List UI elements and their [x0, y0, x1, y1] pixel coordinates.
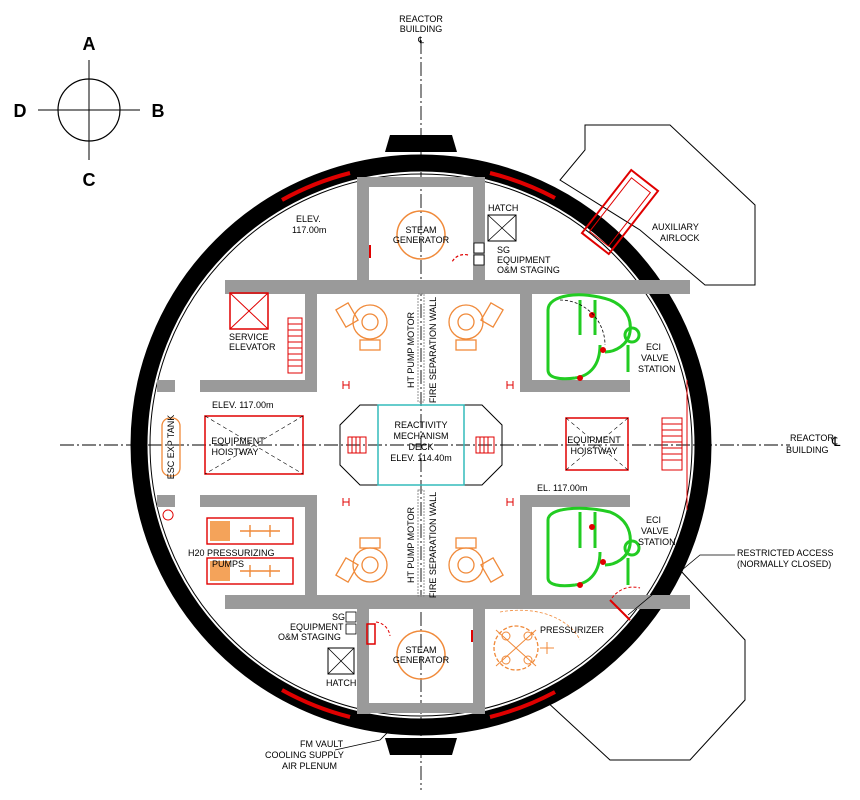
centerline-top-label-1: REACTOR [399, 14, 443, 24]
reactivity-deck-outline [339, 404, 503, 486]
elev-ul-2: 117.00m [292, 225, 326, 235]
eci-top-valves [577, 312, 606, 381]
hatch-bottom-label: HATCH [326, 678, 356, 688]
service-elevator-label-2: ELEVATOR [229, 342, 276, 352]
compass-east: B [152, 101, 165, 121]
steam-generator-bottom-label-1: STEAM [405, 645, 436, 655]
centerline-top-label-2: BUILDING [400, 24, 443, 34]
service-elevator [229, 292, 269, 330]
fire-wall-bottom-label: FIRE SEPARATION WALL [428, 492, 438, 598]
sg-staging-top-3: O&M STAGING [497, 265, 560, 275]
equip-hoist-right-2: HOISTWAY [571, 446, 618, 456]
ht-pump-ll [335, 537, 388, 584]
esc-exp-tank [161, 417, 181, 477]
eci-valve-station-bottom [546, 506, 641, 588]
reactivity-deck-label-1: REACTIVITY [394, 420, 447, 430]
restricted-access-label-1: RESTRICTED ACCESS [737, 548, 834, 558]
ht-pump-lr [448, 537, 504, 584]
ht-pump-motor-top-label: HT PUMP MOTOR [406, 311, 416, 388]
el-right-label: EL. 117.00m [537, 483, 587, 493]
h2o-pressurizing-pumps [206, 517, 294, 585]
equip-hoist-left-1: EQUIPMENT [211, 436, 265, 446]
sg-staging-bottom-2: EQUIPMENT [290, 622, 344, 632]
restricted-access-leader [627, 554, 735, 616]
centerline-right-symbol: ℄ [831, 434, 841, 449]
pressurizer [493, 609, 581, 671]
hatch-bottom [327, 647, 355, 675]
eci-valve-bottom-3: STATION [638, 537, 676, 547]
h-markers [342, 381, 514, 506]
steam-generator-top [396, 210, 446, 260]
esc-exp-tank-label: ESC EXP TANK [166, 415, 176, 480]
steam-generator-top-label-2: GENERATOR [393, 235, 450, 245]
sg-staging-top-2: EQUIPMENT [497, 255, 551, 265]
eci-valve-station-top [546, 293, 641, 381]
equipment-hoistway-left [204, 415, 304, 475]
steam-generator-top-label-1: STEAM [405, 225, 436, 235]
hatch-top [487, 214, 517, 242]
auxiliary-airlock-label-2: AIRLOCK [660, 233, 700, 243]
compass-west: D [14, 101, 27, 121]
reactivity-deck-label-2: MECHANISM [393, 431, 448, 441]
fm-vault-leader [334, 717, 403, 751]
eci-valve-bottom-2: VALVE [641, 526, 669, 536]
fm-vault-label-1: FM VAULT [300, 739, 344, 749]
h2o-pumps-label-1: H20 PRESSURIZING [188, 548, 275, 558]
reactivity-deck-label-3: DECK [408, 442, 433, 452]
equip-hoist-right-1: EQUIPMENT [567, 435, 621, 445]
compass-rose: A B C D [14, 34, 165, 190]
compass-south: C [83, 170, 96, 190]
eci-valve-top-2: VALVE [641, 353, 669, 363]
h2o-pumps-label-2: PUMPS [212, 559, 244, 569]
hatch-top-label: HATCH [488, 203, 518, 213]
stair-upper-left [287, 317, 303, 374]
sg-staging-top-1: SG [497, 245, 510, 255]
ht-pump-ur [448, 301, 504, 351]
restricted-access-label-2: (NORMALLY CLOSED) [737, 559, 831, 569]
eci-bottom-valves [577, 524, 606, 588]
ht-pump-motor-bottom-label: HT PUMP MOTOR [406, 506, 416, 583]
sg-staging-bottom-3: O&M STAGING [278, 632, 341, 642]
centerline-right-label-1: REACTOR [790, 433, 834, 443]
equipment-hoistway-right [565, 417, 629, 471]
eci-valve-top-1: ECI [646, 342, 661, 352]
stair-right [661, 380, 688, 510]
fm-vault-label-3: AIR PLENUM [282, 761, 337, 771]
pressurizer-label: PRESSURIZER [540, 625, 605, 635]
eci-valve-bottom-1: ECI [646, 515, 661, 525]
auxiliary-airlock-outline [559, 124, 756, 286]
service-elevator-label-1: SERVICE [229, 332, 268, 342]
auxiliary-airlock [580, 168, 660, 256]
sg-staging-bottom-1: SG [332, 612, 345, 622]
steam-generator-bottom [396, 630, 446, 680]
steam-generator-bottom-label-2: GENERATOR [393, 655, 450, 665]
top-boss [385, 135, 457, 152]
restricted-access-door [609, 586, 641, 621]
ht-pump-ul [335, 301, 388, 351]
ring-penetrations [281, 171, 556, 719]
reactivity-deck-label-4: ELEV. 114.40m [390, 453, 452, 463]
equip-hoist-left-2: HOISTWAY [212, 447, 259, 457]
reactivity-deck [377, 404, 465, 486]
eci-valve-top-3: STATION [638, 364, 676, 374]
fire-wall-top-label: FIRE SEPARATION WALL [428, 297, 438, 403]
elev-left-label: ELEV. 117.00m [212, 400, 274, 410]
fm-vault-label-2: COOLING SUPPLY [265, 750, 344, 760]
deck-stairs [347, 436, 495, 454]
auxiliary-airlock-label-1: AUXILIARY [652, 222, 699, 232]
fire-wall-top [417, 293, 425, 403]
centerline-top-symbol: ℄ [417, 35, 424, 45]
fire-wall-bottom [417, 489, 425, 597]
compass-north: A [83, 34, 96, 54]
elev-ul-1: ELEV. [296, 214, 321, 224]
centerline-right-label-2: BUILDING [786, 445, 829, 455]
